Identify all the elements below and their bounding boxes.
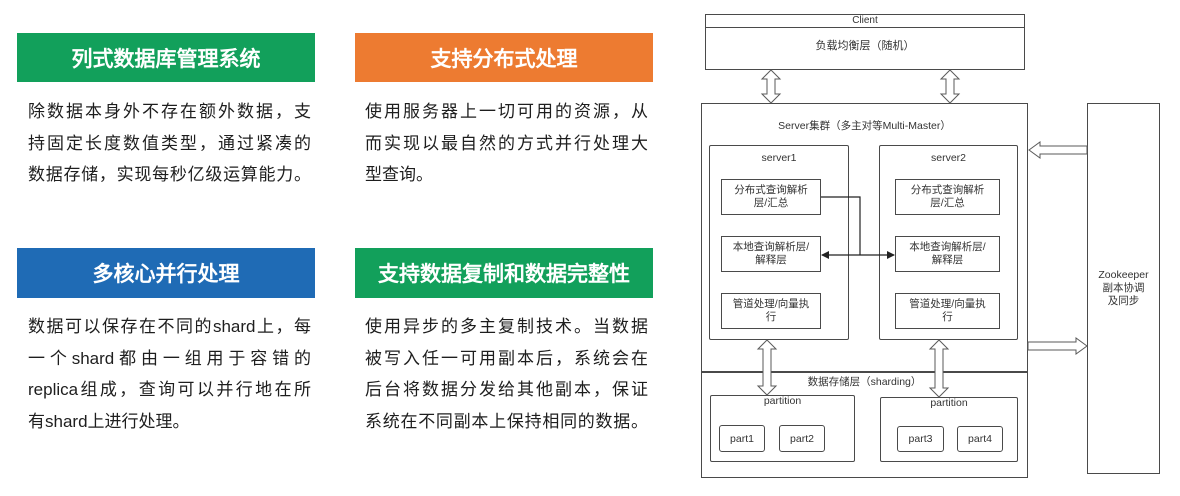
zookeeper-line: 及同步 (1107, 295, 1140, 307)
feature-description: 数据可以保存在不同的shard上，每 一个shard都由一组用于容错的 repl… (28, 311, 311, 437)
description-line: 除数据本身外不存在额外数据，支 (28, 102, 311, 121)
zookeeper-line: 副本协调 (1102, 282, 1145, 294)
layer-line: 解释层 (931, 254, 964, 266)
feature-title: 支持分布式处理 (355, 33, 653, 82)
description-line: 使用异步的多主复制技术。当数据 (365, 317, 648, 336)
partition-label: partition (930, 397, 968, 409)
distributed-query-layer: 分布式查询解析 层/汇总 (721, 179, 821, 215)
server-cluster: Server集群（多主对等Multi-Master） server1 分布式查询… (701, 103, 1028, 372)
layer-line: 解释层 (755, 254, 787, 266)
feature-title: 支持数据复制和数据完整性 (355, 248, 653, 298)
description-line: replica组成，查询可以并行地在所 (28, 380, 311, 399)
load-balancer-layer: 负载均衡层（随机） (815, 40, 915, 52)
local-query-layer: 本地查询解析层/ 解释层 (895, 236, 1000, 272)
layer-line: 分布式查询解析 (734, 184, 808, 196)
server-name: server1 (761, 152, 797, 164)
feature-description: 除数据本身外不存在额外数据，支 持固定长度数值类型，通过紧凑的 数据存储，实现每… (28, 96, 311, 191)
server-node: server1 分布式查询解析 层/汇总 本地查询解析层/ 解释层 管道处理/向… (709, 145, 849, 340)
cluster-title: Server集群（多主对等Multi-Master） (778, 120, 951, 132)
cluster-to-zookeeper-arrow (1027, 337, 1088, 355)
feature-title: 列式数据库管理系统 (17, 33, 315, 82)
layer-line: 分布式查询解析 (910, 184, 985, 196)
description-line: 而实现以最自然的方式并行处理大 (365, 133, 648, 153)
zookeeper-box: Zookeeper 副本协调 及同步 (1087, 103, 1160, 474)
local-query-layer: 本地查询解析层/ 解释层 (721, 236, 821, 272)
description-line: 有shard上进行处理。 (28, 411, 190, 431)
layer-line: 行 (942, 311, 953, 323)
layer-line: 管道处理/向量执 (909, 298, 986, 310)
description-line: 一个shard都由一组用于容错的 (28, 348, 311, 368)
layer-line: 行 (765, 311, 777, 323)
part-box: part4 (957, 426, 1003, 452)
description-line: 持固定长度数值类型，通过紧凑的 (28, 133, 311, 153)
partition-label: partition (763, 395, 802, 407)
layer-line: 本地查询解析层/ (732, 241, 810, 253)
layer-line: 层/汇总 (930, 197, 965, 209)
client-title: Client (706, 15, 1024, 28)
feature-title: 多核心并行处理 (17, 248, 315, 298)
description-line: 使用服务器上一切可用的资源，从 (365, 102, 648, 121)
description-line: 数据可以保存在不同的shard上，每 (28, 317, 311, 336)
distributed-query-layer: 分布式查询解析 层/汇总 (895, 179, 1000, 215)
partition-box: partition part1 part2 (710, 395, 855, 462)
pipeline-vector-layer: 管道处理/向量执 行 (721, 293, 821, 329)
zookeeper-line: Zookeeper (1098, 269, 1149, 281)
layer-line: 管道处理/向量执 (732, 298, 810, 310)
client-box: Client 负载均衡层（随机） (705, 14, 1025, 70)
pipeline-vector-layer: 管道处理/向量执 行 (895, 293, 1000, 329)
client-cluster-double-arrow (760, 69, 782, 104)
server-name: server2 (930, 152, 966, 164)
zookeeper-to-cluster-arrow (1028, 141, 1088, 159)
server-node: server2 分布式查询解析 层/汇总 本地查询解析层/ 解释层 管道处理/向… (879, 145, 1018, 340)
part-box: part3 (897, 426, 944, 452)
feature-description: 使用服务器上一切可用的资源，从 而实现以最自然的方式并行处理大 型查询。 (365, 96, 648, 191)
part-box: part2 (779, 425, 825, 452)
description-line: 系统在不同副本上保持相同的数据。 (365, 411, 648, 431)
client-cluster-double-arrow (939, 69, 961, 104)
feature-description: 使用异步的多主复制技术。当数据 被写入任一可用副本后，系统会在 后台将数据分发给… (365, 311, 648, 437)
part-box: part1 (719, 425, 765, 452)
layer-line: 本地查询解析层/ (909, 241, 986, 253)
description-line: 被写入任一可用副本后，系统会在 (365, 348, 648, 368)
storage-layer: 数据存储层（sharding） partition part1 part2 pa… (701, 372, 1028, 478)
description-line: 后台将数据分发给其他副本，保证 (365, 380, 648, 399)
description-line: 数据存储，实现每秒亿级运算能力。 (28, 165, 311, 184)
storage-title: 数据存储层（sharding） (807, 376, 922, 388)
layer-line: 层/汇总 (753, 197, 789, 209)
partition-box: partition part3 part4 (880, 397, 1018, 462)
description-line: 型查询。 (365, 165, 433, 184)
